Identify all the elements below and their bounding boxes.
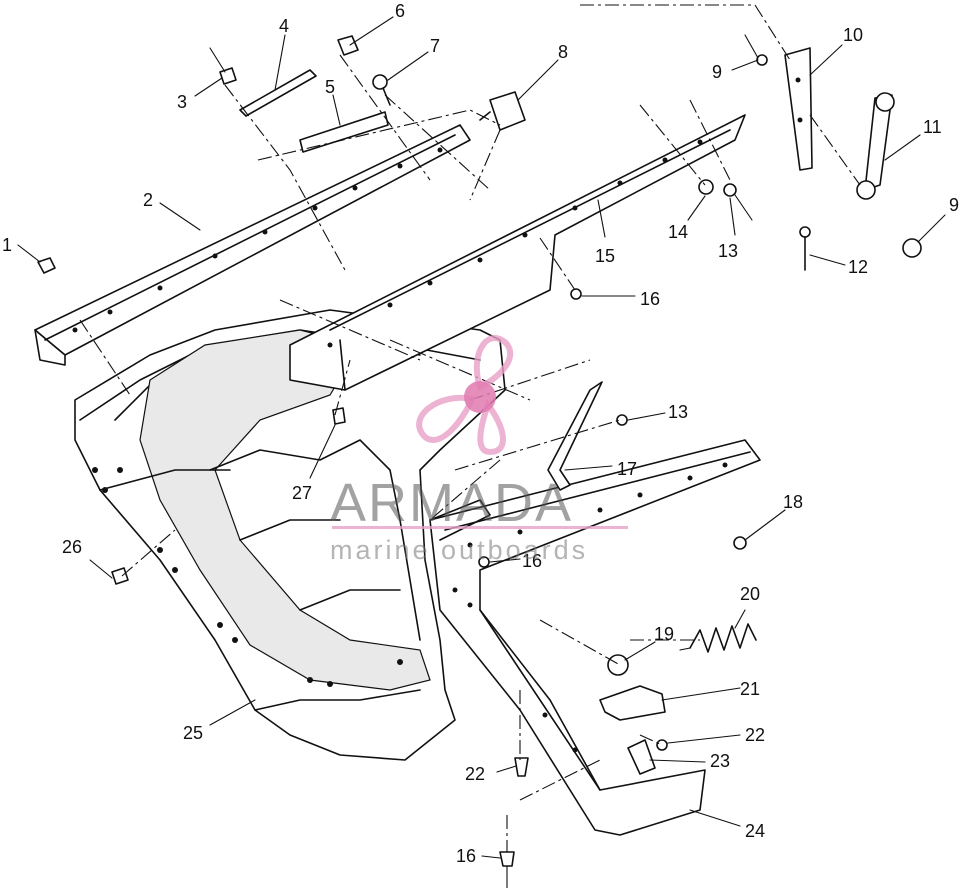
callout-13-lower: 13 — [668, 402, 688, 422]
callout-14: 14 — [668, 222, 688, 242]
callout-16-lower: 16 — [456, 846, 476, 866]
callout-6: 6 — [395, 1, 405, 21]
latch-part-8 — [489, 91, 526, 131]
watermark-brand: ARMADA — [330, 473, 573, 533]
callout-1: 1 — [2, 235, 12, 255]
watermark-underline — [332, 526, 628, 529]
callout-3: 3 — [177, 92, 187, 112]
callout-12: 12 — [848, 257, 868, 277]
watermark: ARMADA marine outboards — [330, 335, 628, 565]
callout-20: 20 — [740, 584, 760, 604]
rivet-part-16-upper — [570, 288, 582, 300]
callout-4: 4 — [279, 16, 289, 36]
callout-19: 19 — [654, 624, 674, 644]
pin-part-12 — [799, 226, 811, 238]
propeller-blade-top — [473, 335, 514, 392]
callout-2: 2 — [143, 190, 153, 210]
callout-15: 15 — [595, 246, 615, 266]
spring-part-20 — [679, 623, 757, 653]
callout-8: 8 — [558, 42, 568, 62]
rivet-part-26 — [111, 567, 129, 585]
callout-13-upper: 13 — [718, 241, 738, 261]
screw-part-27 — [332, 407, 346, 425]
grommet-part-19 — [607, 654, 629, 676]
strip-part-4 — [239, 69, 317, 117]
small-parts — [37, 34, 922, 888]
callout-25: 25 — [183, 723, 203, 743]
callout-9-lower: 9 — [949, 195, 959, 215]
callout-17: 17 — [617, 459, 637, 479]
assembly-lines — [79, 4, 861, 852]
bolt-part-7 — [372, 74, 388, 90]
bracket-part-17 — [547, 381, 603, 491]
front-rail-part-2 — [34, 124, 471, 366]
clamp-part-23 — [627, 739, 656, 775]
callout-16-upper: 16 — [640, 289, 660, 309]
side-rail-part-24 — [429, 439, 761, 836]
callout-5: 5 — [325, 77, 335, 97]
callout-11: 11 — [923, 117, 942, 137]
callout-22-right: 22 — [745, 725, 765, 745]
propeller-logo — [416, 335, 514, 456]
callout-21: 21 — [740, 679, 760, 699]
propeller-blade-right — [477, 398, 506, 456]
callout-18: 18 — [783, 492, 803, 512]
plate-part-21 — [599, 685, 666, 721]
callout-10: 10 — [843, 25, 863, 45]
cross-plate-part-15 — [289, 114, 746, 391]
callout-7: 7 — [430, 36, 440, 56]
callout-numbers: 1 2 3 4 5 6 7 8 9 9 10 11 12 13 13 14 15… — [2, 1, 959, 866]
callout-26: 26 — [62, 537, 82, 557]
propeller-blade-left — [416, 394, 477, 443]
nut-part-1 — [37, 257, 56, 274]
rivet-part-22-right — [656, 739, 668, 751]
screw-part-13-lower — [616, 414, 628, 426]
rivet-part-18 — [733, 536, 747, 550]
hinge-part-10 — [784, 47, 813, 171]
callout-27: 27 — [292, 483, 312, 503]
callout-16-middle: 16 — [522, 551, 542, 571]
watermark-tagline: marine outboards — [330, 535, 588, 565]
cap-part-9-lower — [902, 238, 922, 258]
callout-24: 24 — [745, 821, 765, 841]
strip-part-5 — [299, 111, 389, 153]
propeller-hub — [464, 381, 496, 413]
callout-23: 23 — [710, 751, 730, 771]
rivet-part-16-lower — [499, 851, 515, 867]
clip-part-6 — [337, 35, 359, 56]
washer-part-14 — [698, 179, 714, 195]
rivet-part-3 — [219, 67, 237, 85]
leader-lines — [17, 16, 946, 859]
callout-9-upper: 9 — [712, 62, 722, 82]
screw-part-13-upper — [723, 183, 737, 197]
rivet-part-22-left — [514, 757, 529, 777]
rivet-part-16-middle — [478, 556, 490, 568]
callout-22-left: 22 — [465, 764, 485, 784]
bumper-shell-part-25 — [74, 309, 506, 761]
